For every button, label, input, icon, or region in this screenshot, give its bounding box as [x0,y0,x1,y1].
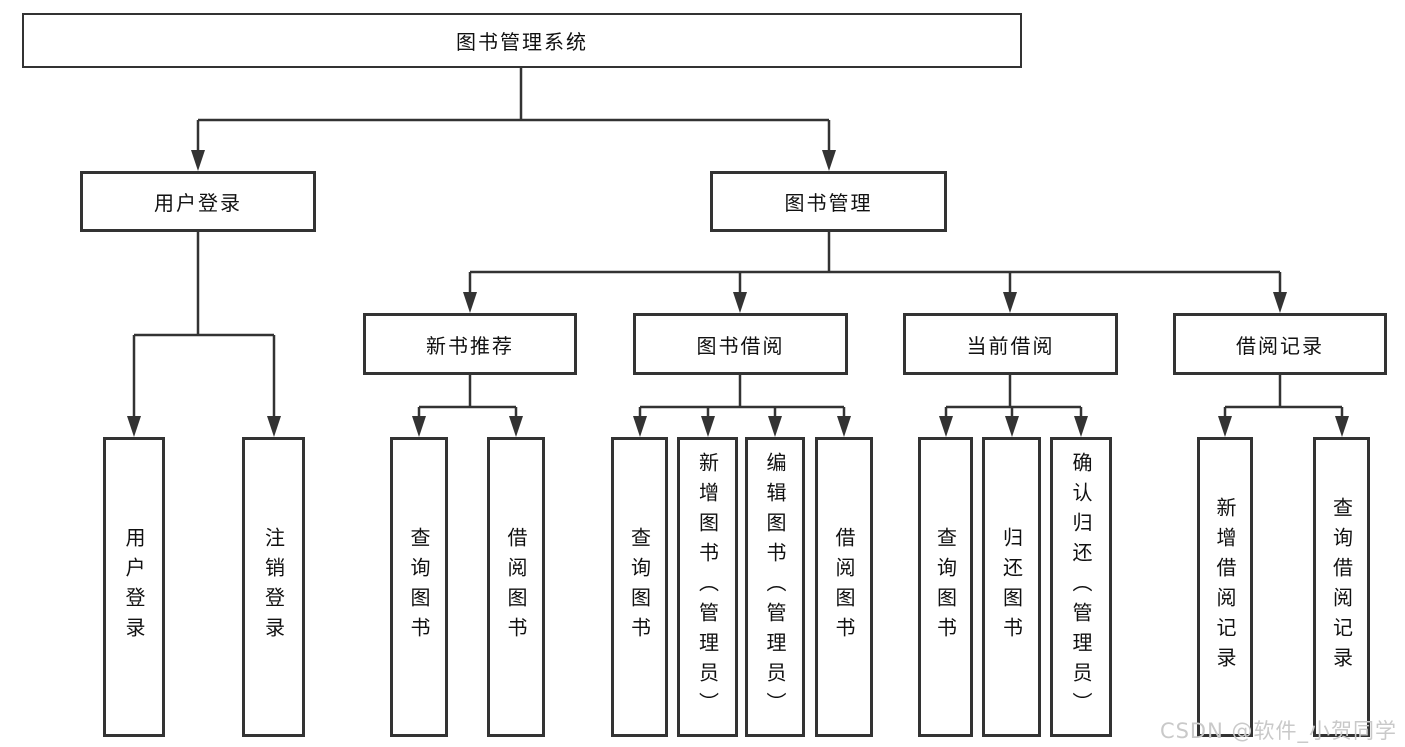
node-label: 编辑图书（管理员） [763,452,787,722]
arrowheads-current-leaves [939,416,1088,437]
leaf-add-books-admin: 新增图书（管理员） [677,437,738,737]
leaf-logout: 注销登录 [242,437,305,737]
leaf-confirm-return-admin: 确认归还（管理员） [1050,437,1112,737]
node-label: 图书管理系统 [456,30,588,54]
node-book-borrowing: 图书借阅 [633,313,848,375]
connector-record-to-leaves [1223,375,1344,418]
leaf-borrow-books-borrow: 借阅图书 [815,437,873,737]
leaf-add-borrow-record: 新增借阅记录 [1197,437,1253,737]
node-book-management: 图书管理 [710,171,947,232]
arrowheads-borrow-leaves [633,416,851,437]
node-current-borrowing: 当前借阅 [903,313,1118,375]
node-label: 图书借阅 [696,333,785,358]
node-label: 查询图书 [407,527,431,647]
leaf-return-books: 归还图书 [982,437,1041,737]
node-label: 借阅记录 [1236,333,1324,358]
leaf-query-books-borrow: 查询图书 [611,437,668,737]
leaf-user-login: 用户登录 [103,437,165,737]
node-label: 当前借阅 [966,333,1055,358]
node-label: 用户登录 [122,527,146,647]
leaf-query-books-current: 查询图书 [918,437,973,737]
connector-current-to-leaves [944,375,1083,418]
arrowheads-record-leaves [1218,416,1349,437]
node-label: 归还图书 [999,527,1024,647]
node-label: 新增图书（管理员） [695,452,720,722]
node-label: 新增借阅记录 [1213,497,1237,677]
connector-borrow-to-leaves [638,375,846,418]
node-label: 用户登录 [154,191,242,215]
connector-newbook-to-leaves [417,375,518,418]
arrowheads-newbook-leaves [412,416,523,437]
arrowheads-login-leaves [127,416,281,437]
arrowheads-level2 [191,150,836,171]
connector-mgmt-to-level3 [468,232,1282,294]
node-label: 借阅图书 [504,527,528,647]
connector-root-to-level2 [196,68,831,152]
node-borrowing-records: 借阅记录 [1173,313,1387,375]
node-label: 新书推荐 [426,333,514,358]
node-label: 注销登录 [261,527,286,647]
node-label: 确认归还（管理员） [1069,452,1093,722]
node-label: 查询图书 [627,527,652,647]
arrowheads-level3 [463,292,1287,313]
leaf-edit-books-admin: 编辑图书（管理员） [745,437,805,737]
leaf-query-books-newbook: 查询图书 [390,437,448,737]
node-label: 查询借阅记录 [1329,497,1354,677]
node-label: 图书管理 [784,191,873,215]
watermark: CSDN @软件_小贺同学 [1159,719,1397,743]
node-new-book-recommend: 新书推荐 [363,313,577,375]
connector-login-to-leaves [132,232,276,418]
node-label: 查询图书 [933,527,958,647]
node-label: 借阅图书 [832,527,856,647]
node-book-management-system: 图书管理系统 [22,13,1022,68]
leaf-borrow-books-newbook: 借阅图书 [487,437,545,737]
node-user-login: 用户登录 [80,171,316,232]
leaf-query-borrow-record: 查询借阅记录 [1313,437,1370,737]
